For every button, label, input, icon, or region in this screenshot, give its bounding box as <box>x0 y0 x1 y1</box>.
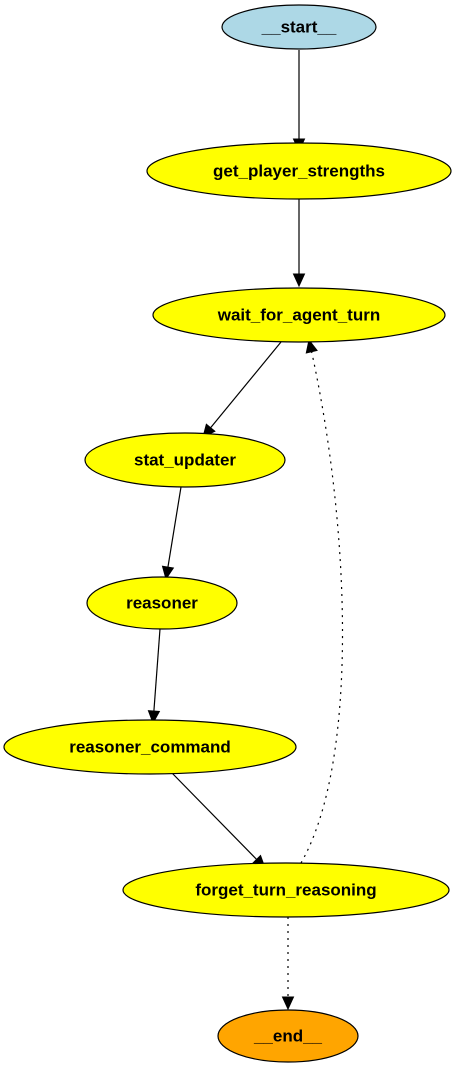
node-ellipse-reasoner-command <box>3 719 297 775</box>
node-ellipse-stat-updater <box>84 432 286 488</box>
edge-start-to-get-player-strengths <box>292 50 306 153</box>
edge-get-player-strengths-to-wait-for-agent-turn <box>292 199 306 288</box>
node-label-stat-updater: stat_updater <box>134 451 236 470</box>
edge-arrowhead-forget-turn-reasoning-to-wait-for-agent-turn <box>305 338 318 354</box>
edge-line-reasoner-to-reasoner-command <box>153 628 161 713</box>
edge-arrowhead-forget-turn-reasoning-to-end <box>281 996 295 1011</box>
node-ellipse-reasoner <box>86 576 238 630</box>
node-reasoner: reasoner <box>86 576 238 630</box>
node-stat-updater: stat_updater <box>84 432 286 488</box>
node-ellipse-start <box>221 4 377 50</box>
edge-arrowhead-stat-updater-to-reasoner <box>161 565 175 581</box>
node-ellipse-wait-for-agent-turn <box>152 287 446 343</box>
node-label-end: __end__ <box>253 1027 323 1046</box>
nodes-layer: __start__ get_player_strengths wait_for_ag… <box>3 4 452 1063</box>
node-ellipse-get-player-strengths <box>146 142 452 200</box>
node-reasoner-command: reasoner_command <box>3 719 297 775</box>
edge-arrowhead-get-player-strengths-to-wait-for-agent-turn <box>292 273 306 288</box>
edge-line-wait-for-agent-turn-to-stat-updater <box>209 341 282 429</box>
edge-forget-turn-reasoning-to-wait-for-agent-turn <box>300 338 344 864</box>
node-wait-for-agent-turn: wait_for_agent_turn <box>152 287 446 343</box>
node-forget-turn-reasoning: forget_turn_reasoning <box>122 862 450 918</box>
node-ellipse-end <box>217 1009 359 1063</box>
edge-wait-for-agent-turn-to-stat-updater <box>202 341 282 438</box>
edge-reasoner-to-reasoner-command <box>147 628 161 725</box>
edge-reasoner-command-to-forget-turn-reasoning <box>171 772 266 869</box>
node-end: __end__ <box>217 1009 359 1063</box>
edge-line-forget-turn-reasoning-to-wait-for-agent-turn <box>300 339 344 864</box>
edge-line-reasoner-command-to-forget-turn-reasoning <box>171 772 258 861</box>
node-label-start: __start__ <box>261 18 337 37</box>
edges-layer <box>147 50 344 1011</box>
node-start: __start__ <box>221 4 377 50</box>
edge-arrowhead-reasoner-to-reasoner-command <box>147 710 161 725</box>
node-label-reasoner-command: reasoner_command <box>69 738 231 757</box>
edge-stat-updater-to-reasoner <box>161 486 182 581</box>
node-ellipse-forget-turn-reasoning <box>122 862 450 918</box>
node-label-forget-turn-reasoning: forget_turn_reasoning <box>195 881 376 900</box>
node-get-player-strengths: get_player_strengths <box>146 142 452 200</box>
edge-line-stat-updater-to-reasoner <box>167 486 182 569</box>
node-label-reasoner: reasoner <box>126 594 198 613</box>
edge-forget-turn-reasoning-to-end <box>281 917 295 1011</box>
node-label-get-player-strengths: get_player_strengths <box>213 162 385 181</box>
node-label-wait-for-agent-turn: wait_for_agent_turn <box>217 306 380 325</box>
